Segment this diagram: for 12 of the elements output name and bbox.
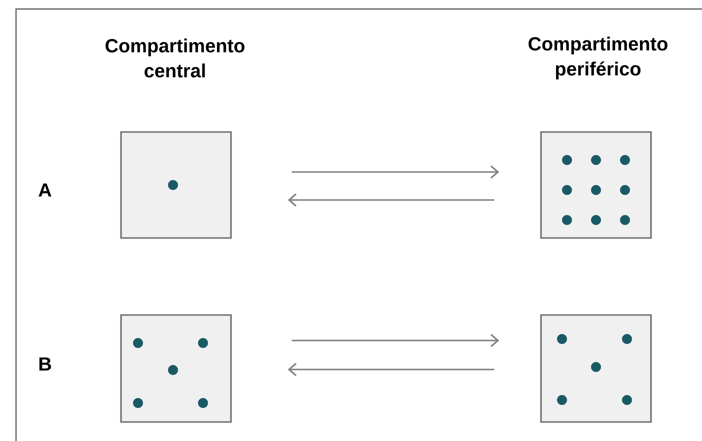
arrow <box>292 165 500 179</box>
arrow <box>288 193 494 207</box>
column-heading: Compartimento periférico <box>528 36 668 80</box>
compartment-box <box>120 314 232 423</box>
compartment-box <box>540 314 652 423</box>
arrow <box>288 362 494 376</box>
column-heading: Compartimento central <box>106 38 244 78</box>
compartment-box <box>540 131 652 239</box>
row-label: A <box>38 183 52 197</box>
arrow <box>292 334 500 348</box>
compartment-box <box>120 131 232 239</box>
row-label: B <box>39 357 51 371</box>
